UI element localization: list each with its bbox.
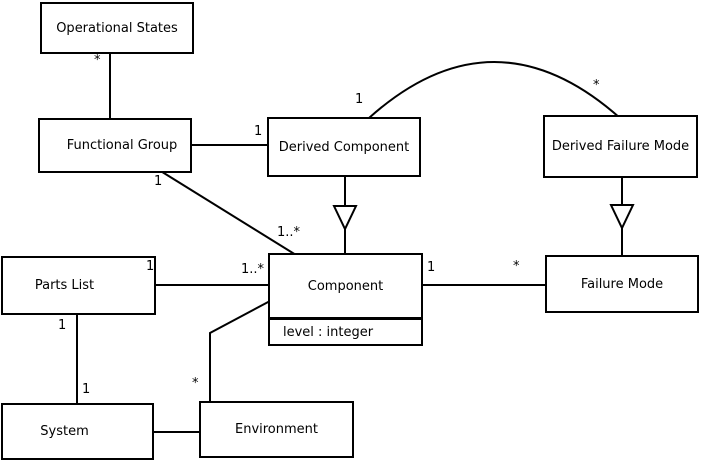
multiplicity-label: 1 bbox=[82, 382, 91, 397]
class-attribute-label: level : integer bbox=[283, 324, 374, 340]
association-derived-component-derived-failure-mode-arc bbox=[368, 61, 621, 119]
class-derived-component: Derived Component bbox=[267, 117, 421, 177]
class-attribute-compartment: level : integer bbox=[270, 320, 421, 344]
association-functional-group-component bbox=[158, 169, 297, 256]
multiplicity-label: 1 bbox=[146, 259, 155, 274]
class-derived-failure-mode: Derived Failure Mode bbox=[543, 115, 698, 178]
multiplicity-label: 1 bbox=[355, 92, 364, 107]
class-name-label: Environment bbox=[234, 422, 318, 437]
class-name-label: Operational States bbox=[56, 20, 178, 36]
compartment-divider bbox=[270, 317, 421, 320]
class-environment: Environment bbox=[199, 401, 354, 458]
generalization-arrowhead-icon bbox=[609, 204, 635, 231]
class-parts-list: Parts List bbox=[1, 256, 156, 315]
multiplicity-label: 1..* bbox=[277, 225, 301, 240]
class-name-label: Failure Mode bbox=[580, 276, 664, 292]
class-name-compartment: Component bbox=[270, 255, 421, 317]
class-name-label: Functional Group bbox=[66, 138, 178, 153]
multiplicity-label: 1 bbox=[254, 124, 263, 139]
class-component: Component level : integer bbox=[268, 253, 423, 346]
class-name-label: System bbox=[40, 424, 89, 439]
multiplicity-label: 1 bbox=[58, 318, 67, 333]
class-system: System bbox=[1, 403, 154, 460]
class-name-label: Derived Failure Mode bbox=[551, 139, 690, 154]
association-environment-component bbox=[209, 300, 271, 403]
class-name-label: Derived Component bbox=[278, 139, 410, 155]
multiplicity-label: * bbox=[192, 376, 199, 391]
multiplicity-label: * bbox=[593, 78, 600, 93]
generalization-arrowhead-icon bbox=[332, 205, 358, 232]
class-functional-group: Functional Group bbox=[38, 118, 192, 173]
multiplicity-label: 1 bbox=[427, 260, 436, 275]
class-name-label: Parts List bbox=[34, 278, 95, 293]
class-failure-mode: Failure Mode bbox=[545, 255, 699, 313]
multiplicity-label: * bbox=[513, 259, 520, 274]
class-name-label: Component bbox=[307, 278, 384, 294]
multiplicity-label: * bbox=[94, 53, 101, 68]
multiplicity-label: 1 bbox=[154, 174, 163, 189]
class-operational-states: Operational States bbox=[40, 2, 194, 54]
multiplicity-label: 1..* bbox=[241, 262, 265, 277]
